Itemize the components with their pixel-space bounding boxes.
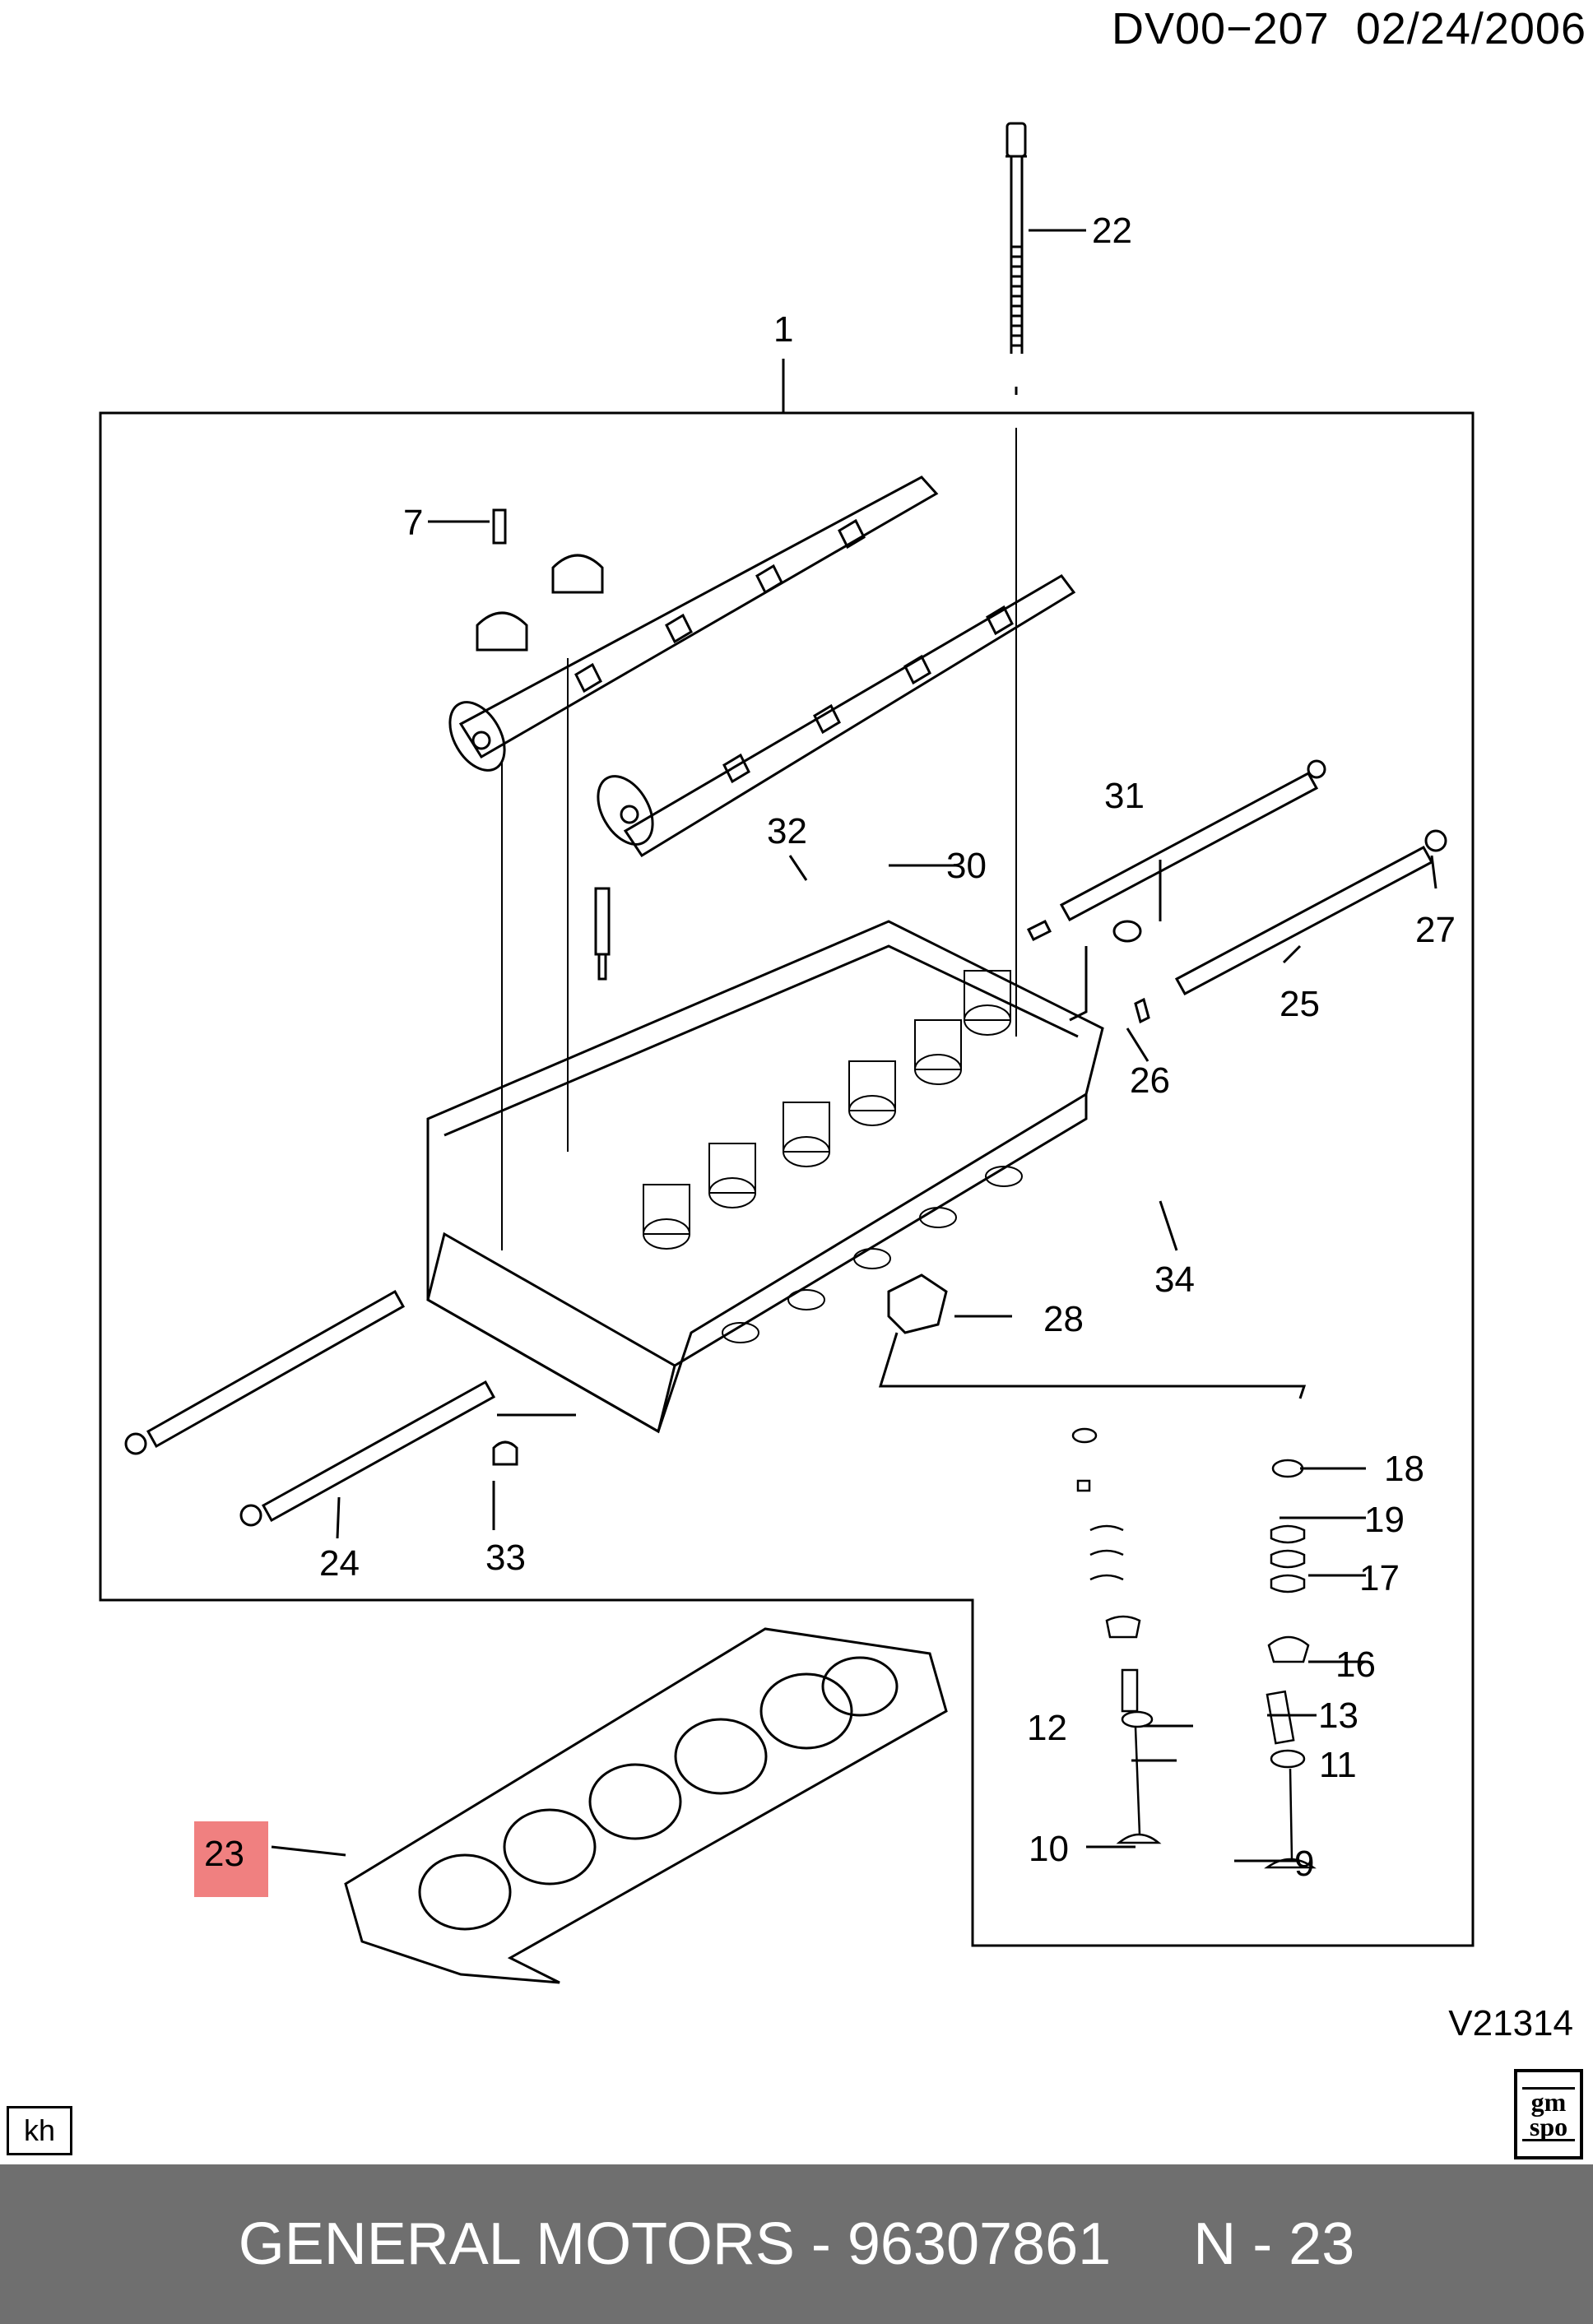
callout-7: 7 (403, 503, 423, 543)
rocker-arm-drawing (878, 1273, 1307, 1399)
head-gasket-drawing (271, 1627, 948, 1984)
callout-32: 32 (767, 811, 807, 851)
callout-28: 28 (1043, 1299, 1084, 1339)
reference-code: V21314 (1448, 2003, 1573, 2043)
highlight-box (194, 1821, 268, 1897)
callout-25: 25 (1280, 984, 1320, 1024)
callout-31: 31 (1104, 776, 1145, 816)
valve-assembly-drawing (1071, 1427, 1317, 1869)
callout-1: 1 (773, 309, 793, 350)
callout-33: 33 (485, 1538, 526, 1578)
footer-bar: GENERAL MOTORS - 96307861 N - 23 (0, 2164, 1593, 2324)
document-header: DV00−207 02/24/2006 (1112, 3, 1586, 54)
callout-12: 12 (1027, 1708, 1067, 1748)
callout-11: 11 (1319, 1745, 1357, 1785)
callout-13: 13 (1318, 1695, 1358, 1736)
callout-10: 10 (1029, 1829, 1069, 1869)
callout-30: 30 (946, 846, 987, 886)
rocker-shaft-drawing (1026, 759, 1447, 1024)
callout-26: 26 (1130, 1060, 1170, 1101)
cam-cap-drawing (428, 508, 604, 1250)
footer-page: N - 23 (1193, 2211, 1355, 2277)
corner-tag: kh (7, 2106, 72, 2155)
assembly-boundary-line (99, 411, 1475, 1947)
callout-18: 18 (1384, 1449, 1424, 1489)
camshaft-drawing (448, 475, 1076, 858)
callout-19: 19 (1364, 1500, 1405, 1540)
head-bolt-drawing (1005, 122, 1027, 1037)
document-id: DV00−207 (1112, 4, 1330, 53)
footer-brand-part: GENERAL MOTORS - 96307861 (238, 2211, 1112, 2277)
document-date: 02/24/2006 (1355, 4, 1586, 53)
callout-23: 23 (204, 1834, 244, 1874)
callout-17: 17 (1359, 1558, 1400, 1598)
logo-line-1: gm (1530, 2087, 1567, 2117)
callout-22: 22 (1092, 211, 1132, 251)
cylinder-head-drawing (426, 920, 1104, 1434)
spark-plug-drawing (594, 887, 611, 981)
gm-spo-logo-icon: gm spo (1514, 2069, 1583, 2159)
callout-27: 27 (1415, 910, 1456, 950)
callout-9: 9 (1294, 1844, 1314, 1884)
oil-gallery-plug-drawing (124, 1289, 576, 1527)
callout-24: 24 (319, 1543, 360, 1584)
callout-34: 34 (1154, 1259, 1195, 1300)
logo-line-2: spo (1529, 2112, 1568, 2141)
callout-16: 16 (1335, 1644, 1376, 1685)
